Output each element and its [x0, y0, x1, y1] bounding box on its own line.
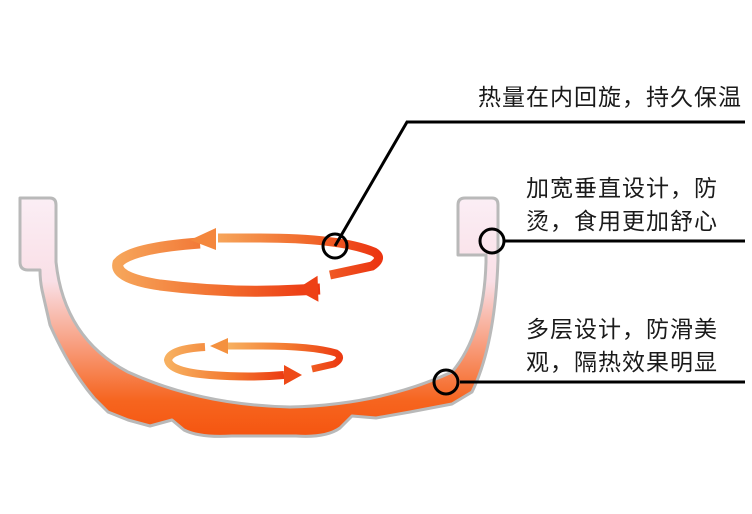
callout-3-text: 多层设计，防滑美观，隔热效果明显: [526, 317, 718, 376]
swirl-arrow-lower: [163, 338, 343, 385]
callout-1-pointer: [321, 120, 745, 260]
callout-3-pointer: [432, 368, 745, 396]
callout-1-text: 热量在内回旋，持久保温: [478, 85, 742, 111]
callout-2-text: 加宽垂直设计，防烫，食用更加舒心: [526, 176, 718, 235]
swirl-arrow-upper: [112, 228, 383, 302]
bowl-shape: [18, 196, 500, 438]
callout-2-pointer: [478, 227, 745, 255]
